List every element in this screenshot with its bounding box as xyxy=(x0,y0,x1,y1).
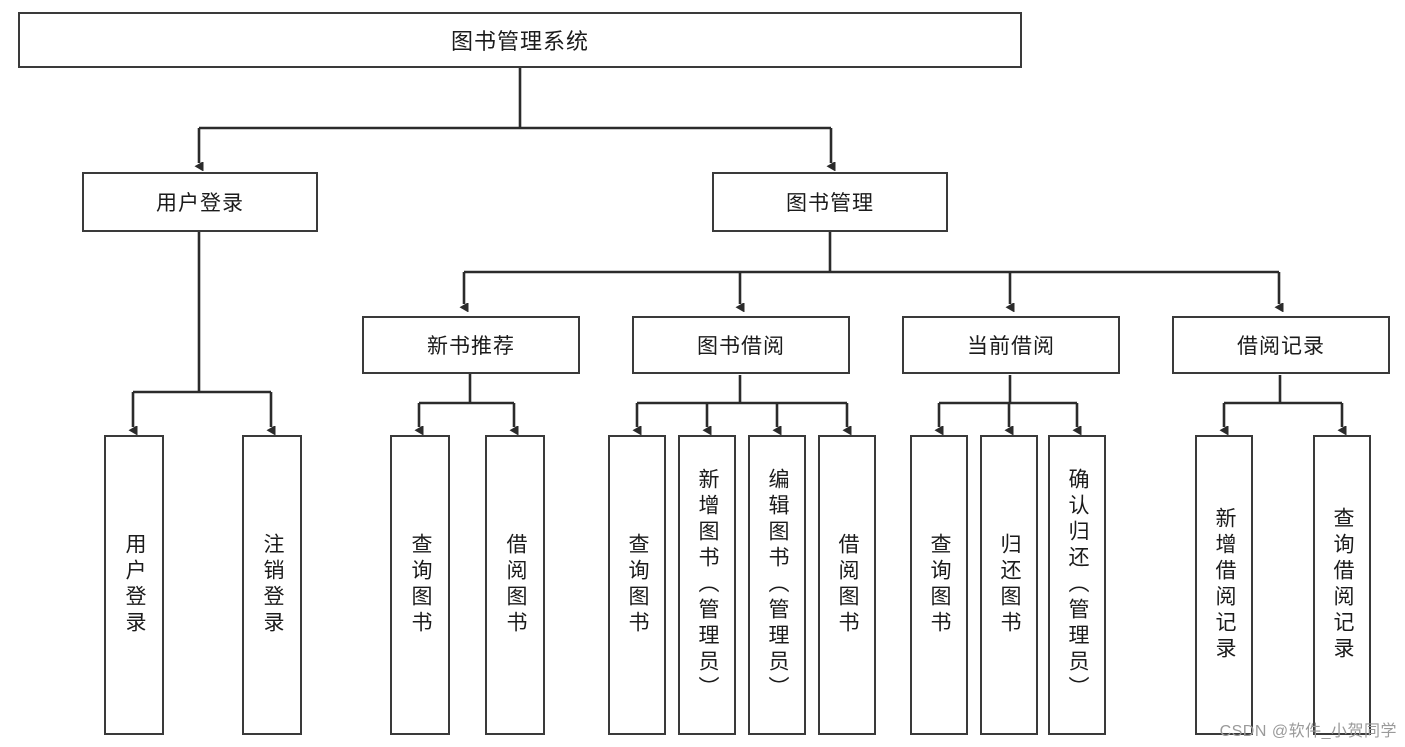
node-root-label: 图书管理系统 xyxy=(450,29,589,54)
node-borrow-record-label: 借阅记录 xyxy=(1237,335,1325,358)
leaf-logout[interactable]: 注销登录 xyxy=(242,435,302,735)
node-user-login-label: 用户登录 xyxy=(156,192,244,215)
node-current-borrow-label: 当前借阅 xyxy=(967,335,1055,358)
csdn-watermark: CSDN @软件_小贺同学 xyxy=(1219,723,1397,740)
node-user-login[interactable]: 用户登录 xyxy=(82,172,318,232)
node-root[interactable]: 图书管理系统 xyxy=(18,12,1022,68)
leaf-add-borrow-record-label: 新增借阅记录 xyxy=(1213,507,1237,663)
leaf-query-book-recommend[interactable]: 查询图书 xyxy=(390,435,450,735)
node-book-management[interactable]: 图书管理 xyxy=(712,172,948,232)
leaf-confirm-return-admin-label: 确认归还（管理员） xyxy=(1066,468,1090,702)
leaf-borrow-book-recommend[interactable]: 借阅图书 xyxy=(485,435,545,735)
leaf-logout-label: 注销登录 xyxy=(261,533,285,637)
node-new-book-recommend[interactable]: 新书推荐 xyxy=(362,316,580,374)
leaf-return-book-label: 归还图书 xyxy=(998,533,1022,637)
node-borrow-record[interactable]: 借阅记录 xyxy=(1172,316,1390,374)
leaf-edit-book-admin-label: 编辑图书（管理员） xyxy=(766,468,790,702)
leaf-user-login-label: 用户登录 xyxy=(123,533,147,637)
leaf-borrow-book-recommend-label: 借阅图书 xyxy=(504,533,528,637)
leaf-add-book-admin-label: 新增图书（管理员） xyxy=(696,468,720,702)
leaf-add-book-admin[interactable]: 新增图书（管理员） xyxy=(678,435,736,735)
leaf-query-book-recommend-label: 查询图书 xyxy=(409,533,433,637)
leaf-confirm-return-admin[interactable]: 确认归还（管理员） xyxy=(1048,435,1106,735)
node-new-book-recommend-label: 新书推荐 xyxy=(427,335,515,358)
node-current-borrow[interactable]: 当前借阅 xyxy=(902,316,1120,374)
leaf-return-book[interactable]: 归还图书 xyxy=(980,435,1038,735)
leaf-user-login[interactable]: 用户登录 xyxy=(104,435,164,735)
leaf-query-book-current[interactable]: 查询图书 xyxy=(910,435,968,735)
leaf-edit-book-admin[interactable]: 编辑图书（管理员） xyxy=(748,435,806,735)
node-book-borrow-label: 图书借阅 xyxy=(697,335,785,358)
leaf-query-book-borrow-label: 查询图书 xyxy=(626,533,650,637)
leaf-borrow-book[interactable]: 借阅图书 xyxy=(818,435,876,735)
leaf-query-book-current-label: 查询图书 xyxy=(928,533,952,637)
node-book-borrow[interactable]: 图书借阅 xyxy=(632,316,850,374)
node-book-management-label: 图书管理 xyxy=(786,192,874,215)
leaf-query-borrow-record[interactable]: 查询借阅记录 xyxy=(1313,435,1371,735)
leaf-borrow-book-label: 借阅图书 xyxy=(836,533,860,637)
leaf-query-book-borrow[interactable]: 查询图书 xyxy=(608,435,666,735)
leaf-query-borrow-record-label: 查询借阅记录 xyxy=(1331,507,1355,663)
leaf-add-borrow-record[interactable]: 新增借阅记录 xyxy=(1195,435,1253,735)
